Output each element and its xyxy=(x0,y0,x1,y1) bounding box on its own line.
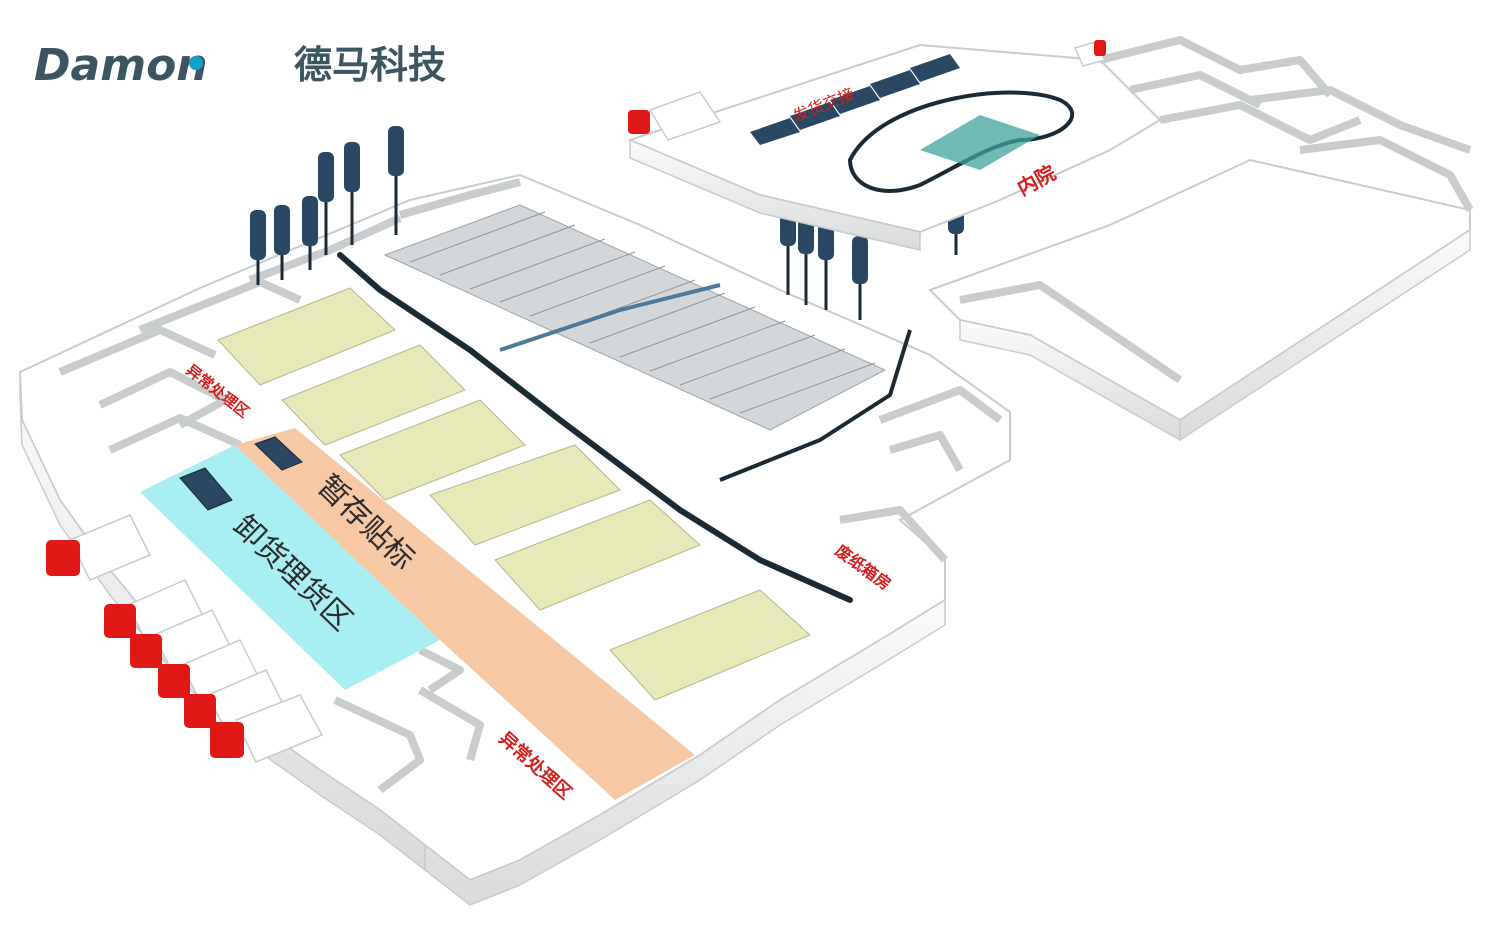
truck xyxy=(1073,40,1107,67)
rack-block-area xyxy=(217,287,811,701)
bottom-rooms xyxy=(333,386,1003,794)
staging-zone xyxy=(235,428,695,800)
shipping-floor xyxy=(627,43,1162,234)
shipping-building xyxy=(627,43,1162,251)
truck xyxy=(210,694,324,763)
truck xyxy=(628,91,722,141)
pallet-stacks xyxy=(179,436,303,511)
spiral-tower xyxy=(852,236,868,320)
spiral-tower xyxy=(318,152,334,255)
main-conveyor xyxy=(337,252,853,603)
logo-accent-dot xyxy=(189,56,203,70)
truck xyxy=(184,669,288,736)
left-office-rooms xyxy=(58,178,522,454)
truck xyxy=(46,514,152,581)
sorter-loop xyxy=(847,90,1075,193)
shipping-wall xyxy=(629,138,921,251)
right-conveyor xyxy=(719,329,912,482)
spiral-tower xyxy=(302,196,318,270)
truck xyxy=(158,639,262,706)
spiral-tower xyxy=(388,126,404,235)
spiral-tower xyxy=(344,142,360,245)
sorter-chutes xyxy=(920,115,1040,170)
right-office-rooms xyxy=(959,36,1474,384)
cross-conveyor xyxy=(499,283,721,352)
right-building xyxy=(928,36,1474,442)
workstation-grid-lines xyxy=(409,211,876,414)
main-wall-bottom xyxy=(424,598,946,906)
spiral-tower xyxy=(274,205,290,280)
logo-wordmark: Damon xyxy=(34,40,208,91)
right-wall-east xyxy=(1179,228,1471,442)
spiral-conveyors-left xyxy=(250,126,404,285)
logo-company-name: 德马科技 xyxy=(294,43,446,87)
spiral-tower xyxy=(250,210,266,285)
shipping-pallet-row xyxy=(750,54,960,145)
workstation-grid xyxy=(383,204,887,431)
company-logo: Damon 德马科技 xyxy=(34,40,446,91)
